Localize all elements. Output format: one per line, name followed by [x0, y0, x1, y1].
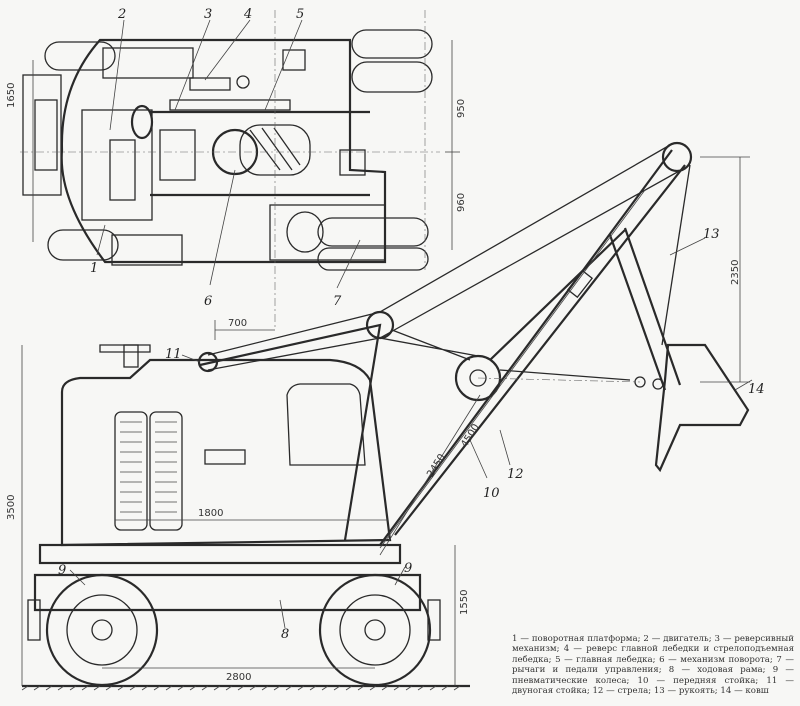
legend-item: 12 — стрела; [592, 686, 652, 697]
drum-rope [249, 127, 301, 171]
callout-5: 5 [296, 7, 304, 22]
callout-2: 2 [117, 7, 126, 22]
tyre [351, 61, 433, 93]
boom-plate [566, 269, 594, 299]
wheel-rear [45, 573, 159, 687]
dim-1550: 1550 [459, 590, 470, 615]
legend-item: 13 — рукоять; [653, 686, 718, 697]
operator-seat [286, 211, 324, 253]
legend-item: 2 — двигатель; [643, 634, 712, 644]
callout-12: 12 [507, 467, 524, 482]
trip-rope [499, 369, 631, 381]
legend-item: 4 — реверс главной лебедки и стрелоподъе… [512, 644, 795, 665]
a-frame [199, 323, 382, 541]
nameplate [204, 449, 246, 465]
engine-cylinder [109, 139, 136, 201]
tyre [317, 217, 429, 247]
dim-1650: 1650 [6, 83, 17, 108]
dim-960: 960 [456, 193, 467, 212]
rotating-platform [60, 38, 387, 264]
valve [282, 49, 306, 71]
clutch [339, 149, 366, 176]
legend-item: 3 — реверсивный механизм; [512, 634, 795, 655]
radiator-core [34, 99, 58, 171]
callout-10: 10 [483, 486, 500, 501]
tyre [47, 229, 119, 261]
cab-housing [60, 358, 392, 547]
cab-window [286, 383, 366, 466]
callout-13: 13 [703, 227, 720, 242]
turntable-base [38, 543, 402, 565]
exhaust-pipe [123, 344, 139, 368]
callout-6: 6 [204, 294, 212, 309]
dim-2350: 2350 [730, 260, 741, 285]
legend-item: 14 — ковш [720, 686, 769, 697]
dim-3500: 3500 [6, 495, 17, 520]
battery-box [111, 234, 183, 266]
dim-1800: 1800 [198, 508, 223, 519]
cab-roof-rail [99, 344, 151, 353]
callout-3: 3 [204, 7, 212, 22]
outrigger [427, 599, 441, 641]
dim-2450: 2450 [425, 452, 448, 479]
legend-item: 10 — передняя стойка; [637, 675, 759, 686]
bucket [654, 343, 750, 473]
hoist-ropes [207, 144, 691, 371]
callout-8: 8 [281, 627, 289, 642]
gear [169, 99, 291, 111]
tyre [317, 247, 429, 271]
callout-7: 7 [333, 294, 342, 309]
legend-item: 11 — двуногая стойка; [512, 675, 794, 697]
engine-vents [114, 411, 183, 531]
dim-2800: 2800 [226, 672, 251, 683]
dipper-stick [489, 227, 682, 391]
legend-item: 1 — поворотная платформа; [512, 634, 641, 644]
reversing-gearbox [159, 129, 196, 181]
legend-item: 8 — ходовая рама; [668, 665, 766, 676]
legend-item: 5 — главная лебедка; [555, 654, 656, 665]
wheel-front [318, 573, 432, 687]
radiator [22, 74, 62, 196]
callout-4: 4 [243, 7, 252, 22]
dim-950: 950 [456, 99, 467, 118]
travel-frame [33, 573, 422, 612]
gear [189, 77, 231, 91]
callout-9-rear: 9 [58, 563, 66, 578]
callout-1: 1 [90, 261, 98, 276]
callout-11: 11 [165, 347, 182, 362]
callout-9-front: 9 [404, 561, 412, 576]
gauge [236, 75, 250, 89]
outrigger [27, 599, 41, 641]
legend-item: 7 — рычаги и педали управления; [512, 654, 795, 676]
control-levers-box [269, 204, 386, 261]
tyre [44, 41, 116, 71]
boom-point-sheave [661, 141, 693, 173]
boom [379, 149, 686, 546]
figure-legend: 1 — поворотная платформа; 2 — двигатель;… [512, 634, 794, 696]
dim-700: 700 [228, 318, 247, 329]
engine [81, 109, 153, 221]
air-filter [130, 104, 154, 140]
plan-view [20, 10, 460, 340]
legend-item: 9 — пневматические колеса; [512, 665, 795, 686]
fuel-tank [102, 47, 194, 79]
legend-item: 6 — механизм поворота; [659, 654, 773, 665]
side-view [21, 141, 753, 691]
bucket-rope [661, 164, 691, 346]
tyre [351, 29, 433, 59]
callout-14: 14 [748, 382, 765, 397]
